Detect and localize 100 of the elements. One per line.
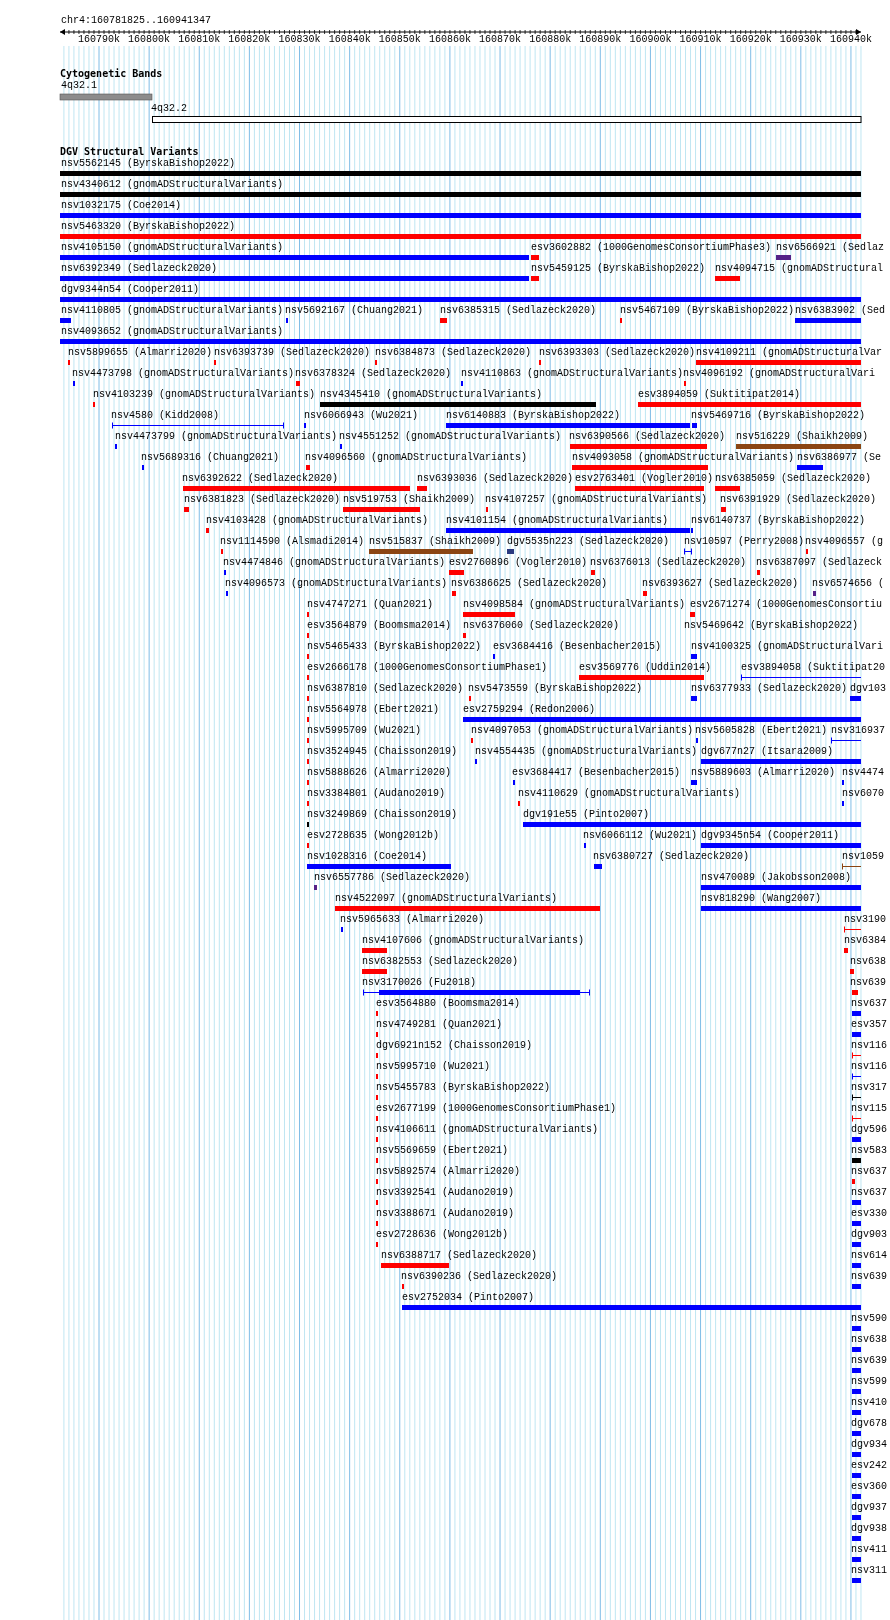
variant-label: esv357 [851, 1019, 887, 1031]
variant-label: nsv5889603 (Almarri2020) [691, 767, 836, 779]
variant-label: dgv938 [851, 1523, 887, 1535]
variant-label: dgv596 [851, 1124, 887, 1136]
variant-label: nsv411 [851, 1544, 887, 1556]
variant-label: nsv6070 [842, 788, 884, 800]
tick-label: 160920k [729, 34, 772, 46]
variant-label: nsv6381823 (Sedlazeck2020) [184, 494, 341, 506]
variant-label: nsv590 [851, 1313, 887, 1325]
variant-label: nsv4096557 (g [805, 536, 883, 548]
variant-label: nsv4100325 (gnomADStructuralVari [691, 641, 884, 653]
variant-label: esv3894059 (Suktitipat2014) [638, 389, 801, 401]
tick-label: 160820k [228, 34, 271, 46]
variant-label: nsv6393739 (Sedlazeck2020) [214, 347, 371, 359]
variant-label: nsv5473559 (ByrskaBishop2022) [468, 683, 643, 695]
variant-label: nsv4474846 (gnomADStructuralVariants) [223, 557, 446, 569]
band-label: 4q32.1 [61, 80, 97, 92]
location-label: chr4:160781825..160941347 [61, 15, 212, 27]
variant-label: nsv639 [851, 1355, 887, 1367]
variant-label: esv242 [851, 1460, 887, 1472]
variant-label: nsv515837 (Shaikh2009) [369, 536, 502, 548]
variant-label: esv2728635 (Wong2012b) [307, 830, 440, 842]
variant-label: nsv6376060 (Sedlazeck2020) [463, 620, 620, 632]
variant-label: nsv5463320 (ByrskaBishop2022) [61, 221, 236, 233]
tick-label: 160940k [829, 34, 872, 46]
tick-label: 160870k [479, 34, 522, 46]
variant-label: nsv639 [850, 977, 886, 989]
variant-label: nsv3190 [844, 914, 886, 926]
variant-label: nsv6390566 (Sedlazeck2020) [569, 431, 726, 443]
variant-label: nsv4103239 (gnomADStructuralVariants) [93, 389, 316, 401]
variant-label: nsv10597 (Perry2008) [684, 536, 805, 548]
variant-label: nsv637 [851, 1166, 887, 1178]
variant-label: dgv103 [850, 683, 886, 695]
variant-label: nsv4345410 (gnomADStructuralVariants) [320, 389, 543, 401]
variant-label: esv3569776 (Uddin2014) [579, 662, 712, 674]
variant-label: nsv5892574 (Almarri2020) [376, 1166, 521, 1178]
variant-label: nsv4554435 (gnomADStructuralVariants) [475, 746, 698, 758]
variant-label: esv2677199 (1000GenomesConsortiumPhase1) [376, 1103, 617, 1115]
variant-label: dgv9345n54 (Cooper2011) [701, 830, 840, 842]
variant-label: esv2671274 (1000GenomesConsortiu [690, 599, 883, 611]
tick-label: 160830k [278, 34, 321, 46]
variant-label: nsv3170026 (Fu2018) [362, 977, 477, 989]
variant-label: nsv6574656 ( [812, 578, 884, 590]
variant-label: nsv6390236 (Sedlazeck2020) [401, 1271, 558, 1283]
variant-label: nsv4096560 (gnomADStructuralVariants) [305, 452, 528, 464]
variant-label: nsv4098584 (gnomADStructuralVariants) [463, 599, 686, 611]
variant-label: nsv4093652 (gnomADStructuralVariants) [61, 326, 284, 338]
variant-label: nsv4340612 (gnomADStructuralVariants) [61, 179, 284, 191]
variant-label: nsv5455783 (ByrskaBishop2022) [376, 1082, 551, 1094]
variant-label: nsv818290 (Wang2007) [701, 893, 822, 905]
variant-label: nsv5692167 (Chuang2021) [285, 305, 424, 317]
variant-label: nsv6392622 (Sedlazeck2020) [182, 473, 339, 485]
variant-label: nsv6378324 (Sedlazeck2020) [295, 368, 452, 380]
variant-label: nsv6387810 (Sedlazeck2020) [307, 683, 464, 695]
variant-label: nsv4110805 (gnomADStructuralVariants) [61, 305, 284, 317]
variant-label: esv2666178 (1000GenomesConsortiumPhase1) [307, 662, 548, 674]
track-title: Cytogenetic Bands [60, 68, 163, 80]
variant-label: dgv937 [851, 1502, 887, 1514]
tick-label: 160810k [178, 34, 221, 46]
tick-label: 160910k [679, 34, 722, 46]
variant-label: nsv317 [851, 1082, 887, 1094]
variant-label: nsv614 [851, 1250, 887, 1262]
variant-label: dgv677n27 (Itsara2009) [701, 746, 834, 758]
variant-label: nsv6393627 (Sedlazeck2020) [642, 578, 799, 590]
variant-label: nsv5689316 (Chuang2021) [141, 452, 280, 464]
variant-label: esv3894058 (Suktitipat20 [741, 662, 886, 674]
variant-label: nsv4097053 (gnomADStructuralVariants) [471, 725, 694, 737]
variant-label: nsv410 [851, 1397, 887, 1409]
variant-label: nsv5995709 (Wu2021) [307, 725, 422, 737]
variant-label: nsv5562145 (ByrskaBishop2022) [61, 158, 236, 170]
variant-label: nsv6386977 (Se [797, 452, 881, 464]
variant-label: nsv4109211 (gnomADStructuralVar [696, 347, 883, 359]
variant-label: nsv5459125 (ByrskaBishop2022) [531, 263, 706, 275]
variant-label: nsv6140737 (ByrskaBishop2022) [691, 515, 866, 527]
variant-label: nsv638 [850, 956, 886, 968]
band-label: 4q32.2 [151, 103, 187, 115]
variant-label: dgv5535n223 (Sedlazeck2020) [507, 536, 670, 548]
variant-label: nsv637 [851, 998, 887, 1010]
tick-label: 160800k [128, 34, 171, 46]
tick-label: 160850k [378, 34, 421, 46]
variant-label: nsv3249869 (Chaisson2019) [307, 809, 458, 821]
variant-label: esv2763401 (Vogler2010) [575, 473, 714, 485]
variant-label: nsv6393036 (Sedlazeck2020) [417, 473, 574, 485]
variant-label: nsv1028316 (Coe2014) [307, 851, 428, 863]
variant-label: nsv116 [851, 1061, 887, 1073]
variant-label: esv3564879 (Boomsma2014) [307, 620, 452, 632]
variant-label: nsv5899655 (Almarri2020) [68, 347, 213, 359]
variant-label: esv3684417 (Besenbacher2015) [512, 767, 681, 779]
variant-label: nsv5467109 (ByrskaBishop2022) [620, 305, 795, 317]
variant-label: nsv3384801 (Audano2019) [307, 788, 446, 800]
variant-label: nsv3388671 (Audano2019) [376, 1208, 515, 1220]
tick-label: 160930k [779, 34, 822, 46]
variant-label: nsv637 [851, 1187, 887, 1199]
variant-label: nsv5569659 (Ebert2021) [376, 1145, 509, 1157]
variant-label: nsv4106611 (gnomADStructuralVariants) [376, 1124, 599, 1136]
variant-label: nsv4474 [842, 767, 884, 779]
variant-label: nsv599 [851, 1376, 887, 1388]
variant-label: nsv6392349 (Sedlazeck2020) [61, 263, 218, 275]
tick-label: 160840k [328, 34, 371, 46]
variant-label: dgv191e55 (Pinto2007) [523, 809, 650, 821]
